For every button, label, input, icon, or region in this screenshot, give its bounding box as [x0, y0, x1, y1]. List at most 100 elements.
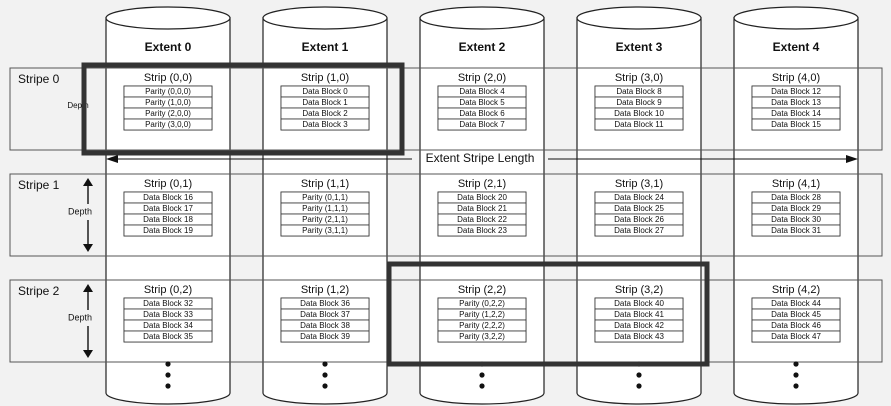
continuation-dot [165, 383, 171, 389]
highlight-box-stripe-0 [81, 62, 405, 156]
strip-title: Strip (1,2) [301, 284, 349, 296]
disk-cylinder-top [733, 6, 859, 30]
data-block-label: Data Block 34 [143, 321, 193, 330]
data-block-label: Data Block 40 [614, 299, 664, 308]
data-block-label: Data Block 31 [771, 226, 821, 235]
data-block-cell [437, 224, 527, 237]
strip-title: Strip (0,0) [144, 72, 192, 84]
disk-cylinder-top [262, 6, 388, 30]
highlight-box-stripe-2 [386, 261, 710, 367]
data-block-label: Data Block 19 [143, 226, 193, 235]
extent-label: Extent 1 [302, 40, 349, 54]
disk-cylinder-top [576, 6, 702, 30]
depth-arrow-head-down [83, 244, 93, 252]
data-block-label: Parity (1,2,2) [459, 310, 505, 319]
data-block-label: Parity (3,2,2) [459, 332, 505, 341]
data-block-cell [280, 118, 370, 131]
data-block-label: Data Block 41 [614, 310, 664, 319]
data-block-label: Data Block 12 [771, 87, 821, 96]
stripe-label: Stripe 0 [18, 72, 60, 86]
continuation-dot [636, 372, 642, 378]
strip-title: Strip (4,0) [772, 72, 820, 84]
depth-arrow-head-up [83, 178, 93, 186]
strip-title: Strip (2,0) [458, 72, 506, 84]
disk-cylinder-top [419, 6, 545, 30]
data-block-label: Parity (1,0,0) [145, 98, 191, 107]
data-block-label: Data Block 25 [614, 204, 664, 213]
data-block-cell [437, 118, 527, 131]
strip-title: Strip (0,2) [144, 284, 192, 296]
data-block-label: Data Block 14 [771, 109, 821, 118]
strip-title: Strip (2,2) [458, 284, 506, 296]
data-block-cell [280, 224, 370, 237]
stripe-length-arrow-head-left [106, 155, 118, 163]
strip-title: Strip (0,1) [144, 178, 192, 190]
continuation-dot [479, 372, 485, 378]
continuation-dot [793, 383, 799, 389]
continuation-dot [479, 383, 485, 389]
data-block-label: Data Block 44 [771, 299, 821, 308]
stripe-label: Stripe 2 [18, 284, 60, 298]
data-block-cell [594, 330, 684, 343]
data-block-cell [594, 118, 684, 131]
strip-title: Strip (2,1) [458, 178, 506, 190]
data-block-cell [751, 118, 841, 131]
data-block-label: Data Block 7 [459, 120, 505, 129]
continuation-dot [165, 372, 171, 378]
data-block-label: Data Block 4 [459, 87, 505, 96]
data-block-label: Data Block 30 [771, 215, 821, 224]
data-block-label: Data Block 35 [143, 332, 193, 341]
data-block-label: Data Block 37 [300, 310, 350, 319]
strip-title: Strip (3,0) [615, 72, 663, 84]
data-block-label: Data Block 8 [616, 87, 662, 96]
disk-cylinder-top [105, 6, 231, 30]
data-block-label: Parity (1,1,1) [302, 204, 348, 213]
data-block-label: Data Block 24 [614, 193, 664, 202]
data-block-label: Data Block 29 [771, 204, 821, 213]
data-block-label: Data Block 15 [771, 120, 821, 129]
continuation-dot [165, 361, 171, 367]
stripe-band [9, 67, 883, 151]
data-block-label: Data Block 9 [616, 98, 662, 107]
stripe-label: Stripe 1 [18, 178, 60, 192]
data-block-label: Data Block 13 [771, 98, 821, 107]
stripe-length-arrow-head-right [846, 155, 858, 163]
data-block-label: Data Block 1 [302, 98, 348, 107]
data-block-cell [123, 118, 213, 131]
extent-stripe-length-label: Extent Stripe Length [426, 151, 535, 165]
data-block-label: Data Block 2 [302, 109, 348, 118]
data-block-label: Parity (2,0,0) [145, 109, 191, 118]
data-block-label: Data Block 42 [614, 321, 664, 330]
data-block-label: Data Block 36 [300, 299, 350, 308]
data-block-label: Data Block 45 [771, 310, 821, 319]
data-block-label: Data Block 11 [614, 120, 664, 129]
data-block-label: Data Block 16 [143, 193, 193, 202]
strip-title: Strip (4,1) [772, 178, 820, 190]
data-block-label: Data Block 39 [300, 332, 350, 341]
strip-title: Strip (1,1) [301, 178, 349, 190]
data-block-label: Data Block 43 [614, 332, 664, 341]
data-block-label: Parity (2,2,2) [459, 321, 505, 330]
depth-label: Depth [67, 101, 88, 110]
data-block-label: Parity (0,1,1) [302, 193, 348, 202]
data-block-label: Data Block 27 [614, 226, 664, 235]
data-block-label: Data Block 23 [457, 226, 507, 235]
data-block-label: Data Block 3 [302, 120, 348, 129]
data-block-cell [751, 224, 841, 237]
depth-label: Depth [68, 206, 92, 216]
data-block-label: Data Block 0 [302, 87, 348, 96]
strip-title: Strip (1,0) [301, 72, 349, 84]
continuation-dot [322, 361, 328, 367]
data-block-cell [280, 330, 370, 343]
data-block-cell [123, 224, 213, 237]
continuation-dot [793, 361, 799, 367]
continuation-dot [636, 383, 642, 389]
data-block-label: Data Block 21 [457, 204, 507, 213]
data-block-label: Data Block 47 [771, 332, 821, 341]
data-block-label: Data Block 28 [771, 193, 821, 202]
data-block-label: Data Block 10 [614, 109, 664, 118]
stripe-band [9, 173, 883, 257]
data-block-cell [123, 330, 213, 343]
extent-label: Extent 3 [616, 40, 663, 54]
